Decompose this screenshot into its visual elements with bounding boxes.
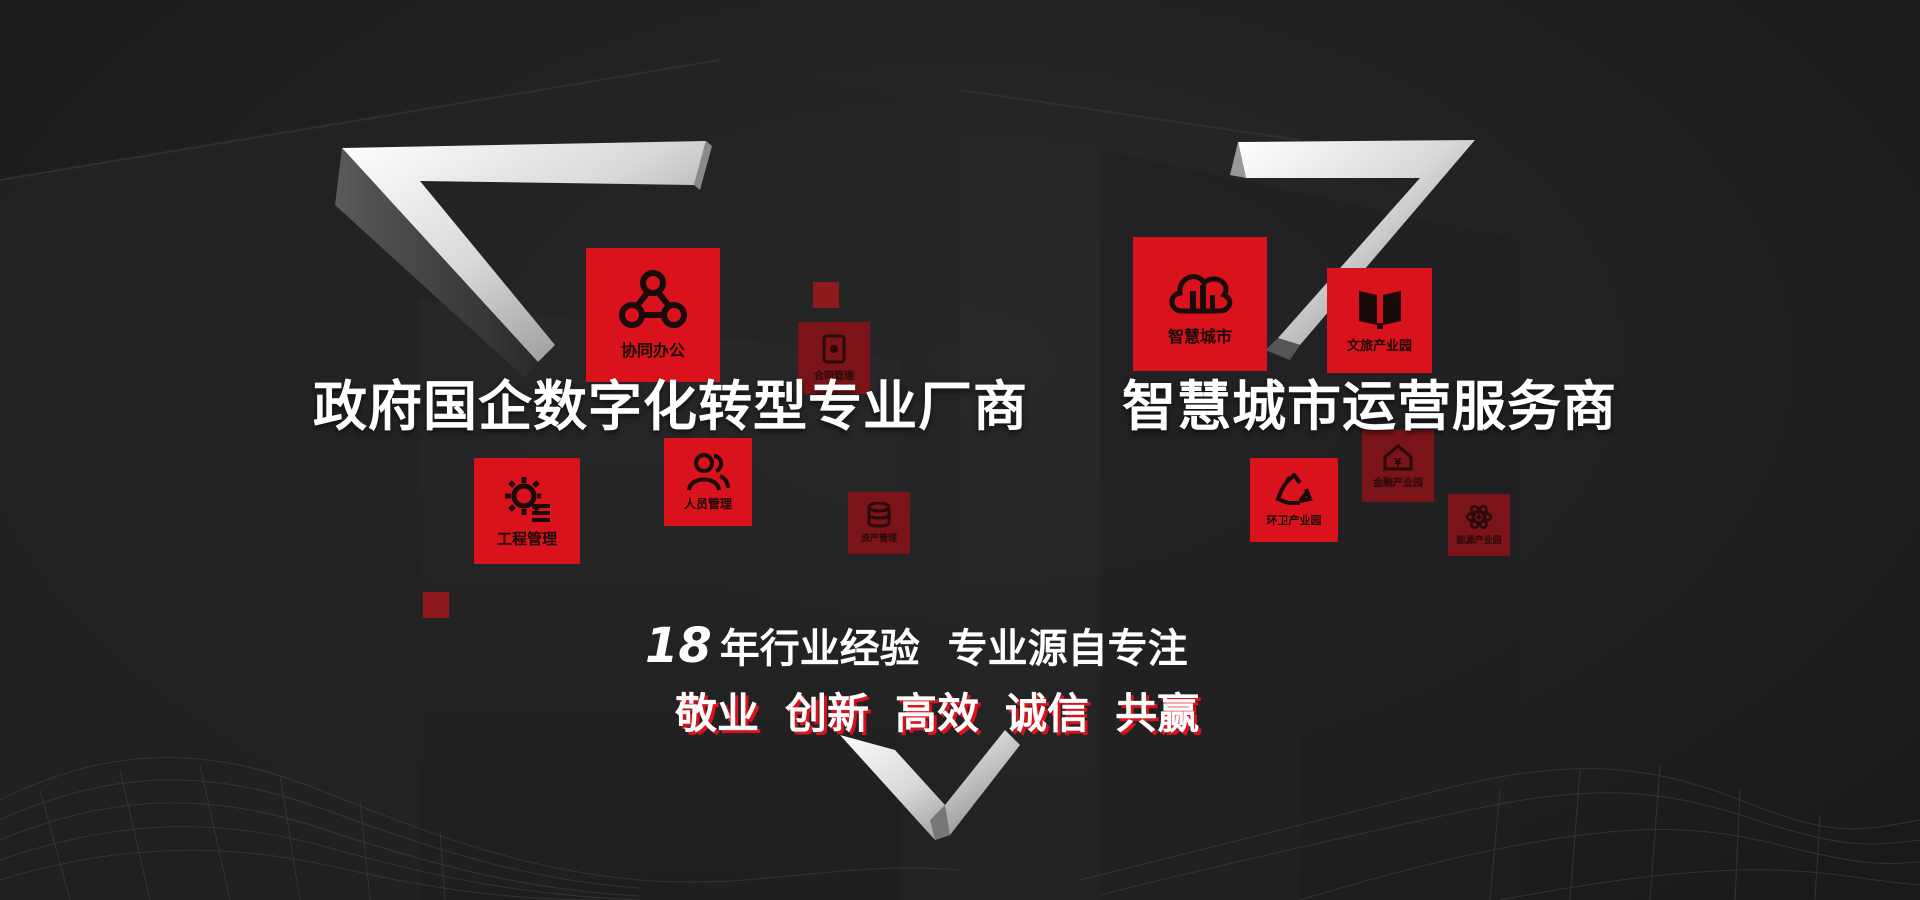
tile-engineering-mgmt[interactable]: 工程管理 [474,458,580,564]
book-icon [1358,291,1401,329]
tile-label: 金融产业园 [1373,478,1423,489]
tile-label: 文旅产业园 [1346,339,1412,354]
svg-text:¥: ¥ [1394,456,1402,469]
atom-icon [1465,505,1493,529]
tile-contract-mgmt[interactable]: 合同管理 [798,322,870,394]
tile-label: 环卫产业园 [1266,513,1322,527]
tile-energy-park[interactable]: 能源产业园 [1448,494,1510,556]
database-icon [867,502,891,528]
core-values: 敬业 创新 高效 诚信 共赢 [675,693,1199,735]
cloud-city-icon [1169,274,1233,314]
tile-finance-park[interactable]: ¥ 金融产业园 [1362,430,1434,502]
tile-label: 工程管理 [496,529,557,548]
tile-label: 资产管理 [860,534,897,544]
tile-label: 人员管理 [683,497,732,511]
people-icon [687,453,730,491]
tile-label: 合同管理 [814,371,854,382]
tagline-text: 年行业经验 专业源自专注 [719,626,1188,672]
tile-label: 智慧城市 [1167,327,1232,346]
deco-square [423,592,449,618]
value-item: 共赢 [1115,689,1200,738]
value-item: 诚信 [1005,689,1090,738]
tile-label: 能源产业园 [1456,536,1502,546]
network-icon [619,270,687,328]
tile-hr-mgmt[interactable]: 人员管理 [664,438,752,526]
deco-square [813,282,839,308]
tile-collab-office[interactable]: 协同办公 [586,248,720,382]
tile-label: 协同办公 [620,341,685,360]
value-item: 创新 [785,689,870,738]
headline-right: 智慧城市运营服务商 [1122,375,1617,438]
contract-icon [822,334,846,364]
value-item: 高效 [895,689,980,738]
tile-culture-tourism-park[interactable]: 文旅产业园 [1327,268,1432,373]
gear-icon [505,476,550,522]
tagline-years: 18 [645,618,712,674]
recycle-icon [1275,472,1313,505]
headline-left: 政府国企数字化转型专业厂商 [313,375,1028,438]
tile-smart-city[interactable]: 智慧城市 [1133,237,1267,371]
tile-asset-mgmt[interactable]: 资产管理 [848,492,910,554]
value-item: 敬业 [675,689,760,738]
house-yen-icon: ¥ [1383,444,1413,471]
tile-sanitation-park[interactable]: 环卫产业园 [1250,458,1338,542]
